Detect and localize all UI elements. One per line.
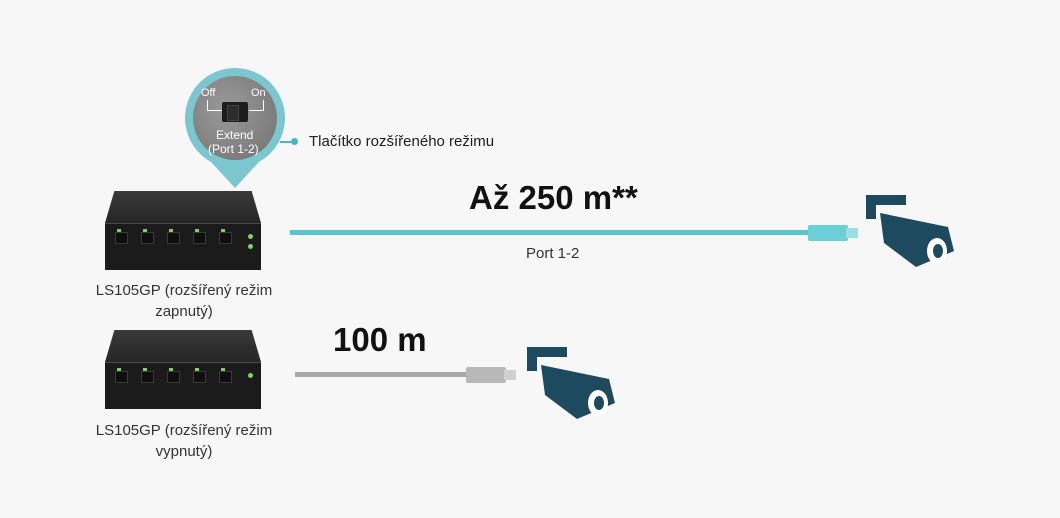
switch-port xyxy=(115,232,128,244)
switch-port xyxy=(167,232,180,244)
switch-port xyxy=(193,232,206,244)
power-led xyxy=(248,373,253,378)
on-label: On xyxy=(251,87,266,99)
extended-cable xyxy=(290,230,810,235)
switch-port xyxy=(115,371,128,383)
normal-cable xyxy=(295,372,467,377)
extended-caption: LS105GP (rozšířený režim zapnutý) xyxy=(84,280,284,322)
poe-switch-icon xyxy=(105,191,261,270)
callout-dot xyxy=(291,138,298,145)
port-led xyxy=(221,229,225,232)
security-camera-icon xyxy=(866,195,954,267)
port-led xyxy=(169,368,173,371)
switch-top xyxy=(105,191,261,223)
on-bracket xyxy=(249,100,264,111)
switch-port xyxy=(141,371,154,383)
callout-leader-line xyxy=(280,141,294,143)
normal-distance-label: 100 m xyxy=(333,321,427,358)
off-label: Off xyxy=(201,87,216,99)
normal-caption: LS105GP (rozšířený režim vypnutý) xyxy=(84,420,284,462)
extended-distance-label: Až 250 m** xyxy=(469,179,638,216)
switch-port xyxy=(219,371,232,383)
ethernet-plug-tip xyxy=(846,228,858,238)
port-led xyxy=(221,368,225,371)
extend-label: Extend xyxy=(216,128,254,142)
extend-port-label: (Port 1-2) xyxy=(208,142,259,156)
extended-port-label: Port 1-2 xyxy=(526,245,580,262)
switch-port xyxy=(219,232,232,244)
extended-caption-line2: zapnutý) xyxy=(155,303,213,320)
port-led xyxy=(195,368,199,371)
ethernet-plug-icon xyxy=(808,225,848,241)
switch-port xyxy=(141,232,154,244)
switch-port xyxy=(167,371,180,383)
switch-front xyxy=(105,223,261,270)
port-led xyxy=(143,229,147,232)
port-led xyxy=(117,229,121,232)
power-led xyxy=(248,234,253,239)
ethernet-plug-icon xyxy=(466,367,506,383)
off-bracket xyxy=(207,100,222,111)
normal-caption-line1: LS105GP (rozšířený režim xyxy=(95,422,273,439)
security-camera-icon xyxy=(527,347,615,419)
port-led xyxy=(143,368,147,371)
normal-caption-line2: vypnutý) xyxy=(155,443,213,460)
port-led xyxy=(195,229,199,232)
extend-led xyxy=(248,244,253,249)
extended-caption-line1: LS105GP (rozšířený režim xyxy=(95,282,273,299)
extend-switch-knob xyxy=(227,105,239,121)
port-led xyxy=(117,368,121,371)
switch-port xyxy=(193,371,206,383)
poe-switch-icon xyxy=(105,330,261,409)
switch-front xyxy=(105,362,261,409)
callout-description: Tlačítko rozšířeného režimu xyxy=(309,133,495,150)
switch-top xyxy=(105,330,261,362)
ethernet-plug-tip xyxy=(504,370,516,380)
port-led xyxy=(169,229,173,232)
